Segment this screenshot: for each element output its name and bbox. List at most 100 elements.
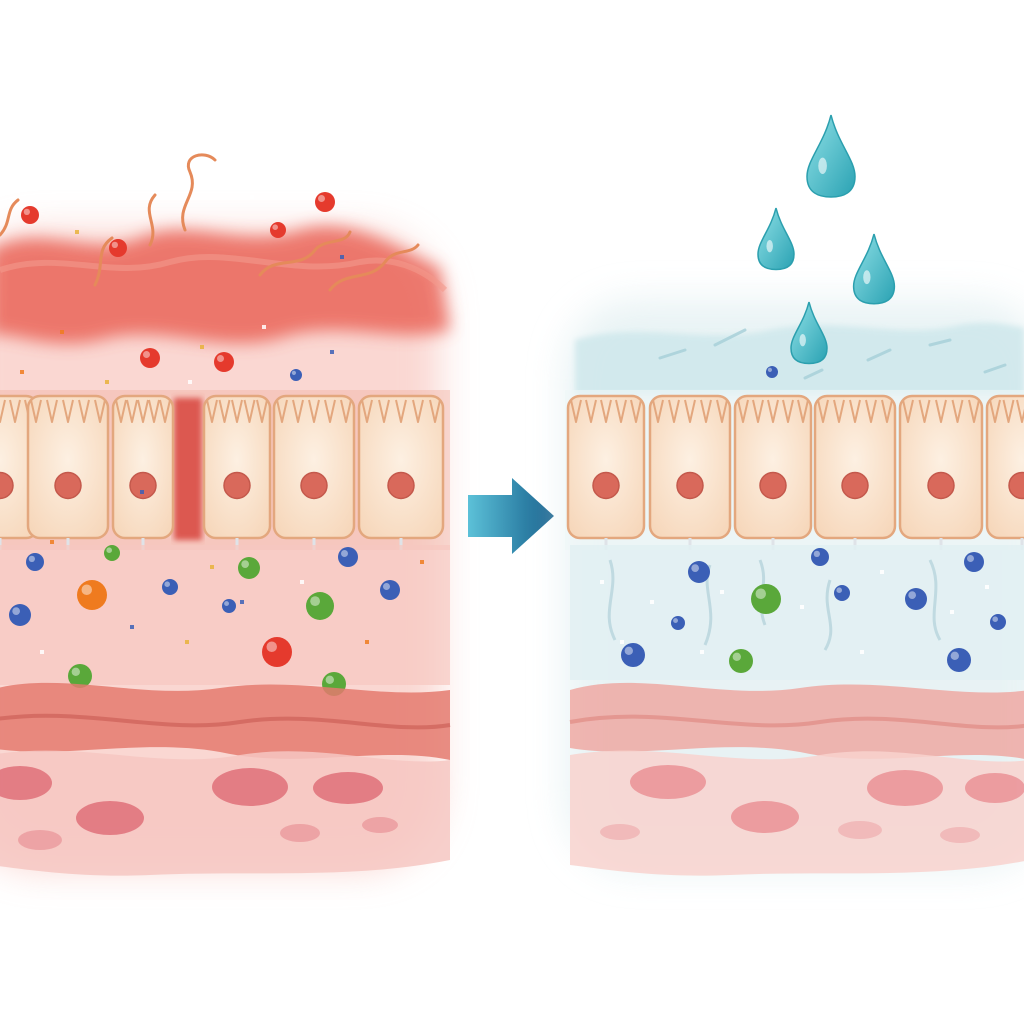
debris-speck — [130, 625, 134, 629]
water-drop-icon — [806, 114, 856, 198]
debris-speck — [185, 640, 189, 644]
debris-speck — [420, 560, 424, 564]
debris-speck — [60, 330, 64, 334]
particle — [222, 599, 236, 613]
cell-nucleus — [759, 471, 787, 500]
right-arrow-icon — [468, 478, 554, 554]
epithelial-gap — [174, 398, 202, 540]
microvilli — [817, 399, 893, 423]
particle — [990, 614, 1006, 630]
debris-speck — [262, 325, 266, 329]
debris-speck — [250, 195, 254, 199]
particle — [290, 369, 302, 381]
cell-nucleus — [0, 471, 14, 500]
debris-speck — [650, 600, 654, 604]
particle — [214, 352, 234, 372]
cell-nucleus — [1008, 471, 1024, 500]
epithelial-cell — [26, 394, 110, 550]
inflamed-particles — [9, 192, 424, 696]
cell-nucleus — [676, 471, 704, 500]
healed-particles — [600, 366, 1006, 673]
particle — [162, 579, 178, 595]
particle — [905, 588, 927, 610]
particle — [68, 664, 92, 688]
healed-muscle-stripe — [569, 714, 1024, 730]
epithelial-cell — [272, 394, 356, 550]
particle — [751, 584, 781, 614]
debris-speck — [188, 380, 192, 384]
water-drop-icon — [757, 207, 795, 271]
microvilli — [361, 399, 441, 423]
cell-nucleus — [387, 471, 415, 500]
debris-speck — [300, 580, 304, 584]
particle — [811, 548, 829, 566]
cell-nucleus — [927, 471, 955, 500]
epithelial-cell — [898, 394, 984, 550]
debris-speck — [75, 230, 79, 234]
healed-mucus-streaks — [658, 328, 1007, 380]
epithelial-cell — [202, 394, 272, 550]
epithelial-cell — [357, 394, 445, 550]
particle — [315, 192, 335, 212]
debris-speck — [700, 650, 704, 654]
particle — [262, 637, 292, 667]
microvilli — [652, 399, 728, 423]
debris-speck — [365, 640, 369, 644]
microvilli — [989, 399, 1024, 423]
cell-nucleus — [223, 471, 251, 500]
epithelial-cell — [648, 394, 732, 550]
inflamed-muscle-band — [0, 682, 450, 760]
debris-speck — [240, 600, 244, 604]
debris-speck — [20, 370, 24, 374]
epithelial-cell — [733, 394, 813, 550]
water-drop-icon — [852, 233, 896, 305]
inflamed-muscle-stripe — [0, 713, 451, 730]
particle — [77, 580, 107, 610]
debris-speck — [40, 650, 44, 654]
particle — [104, 545, 120, 561]
particle — [21, 206, 39, 224]
particle — [338, 547, 358, 567]
particle — [380, 580, 400, 600]
debris-speck — [105, 380, 109, 384]
cell-nucleus — [841, 471, 869, 500]
debris-speck — [210, 565, 214, 569]
debris-speck — [140, 490, 144, 494]
particle — [947, 648, 971, 672]
inflamed-vessels — [0, 766, 398, 850]
inflamed-mucus-layer — [0, 226, 450, 344]
microvilli — [30, 399, 106, 423]
debris-speck — [720, 590, 724, 594]
particle — [270, 222, 286, 238]
inflamed-cell-row — [0, 394, 445, 550]
debris-speck — [800, 605, 804, 609]
particle — [621, 643, 645, 667]
debris-speck — [880, 570, 884, 574]
epithelial-cell — [985, 394, 1024, 550]
microvilli — [902, 399, 980, 423]
water-drop-icon — [790, 301, 828, 365]
particle — [688, 561, 710, 583]
cell-nucleus — [54, 471, 82, 500]
debris-speck — [340, 255, 344, 259]
particle — [834, 585, 850, 601]
cell-nucleus — [592, 471, 620, 500]
debris-speck — [330, 350, 334, 354]
particle — [238, 557, 260, 579]
inflamed-lamina — [0, 545, 450, 685]
cell-nucleus — [129, 471, 157, 500]
healed-panel — [565, 114, 1024, 876]
particle — [9, 604, 31, 626]
healed-muscle-band — [570, 682, 1024, 759]
inflamed-panel — [0, 153, 451, 876]
debris-speck — [200, 345, 204, 349]
particle — [671, 616, 685, 630]
healed-cell-row — [566, 394, 1024, 550]
droplet-group — [757, 114, 896, 365]
microvilli — [276, 399, 352, 423]
microvilli — [570, 399, 642, 423]
bacteria-strands — [0, 153, 420, 292]
debris-speck — [620, 640, 624, 644]
